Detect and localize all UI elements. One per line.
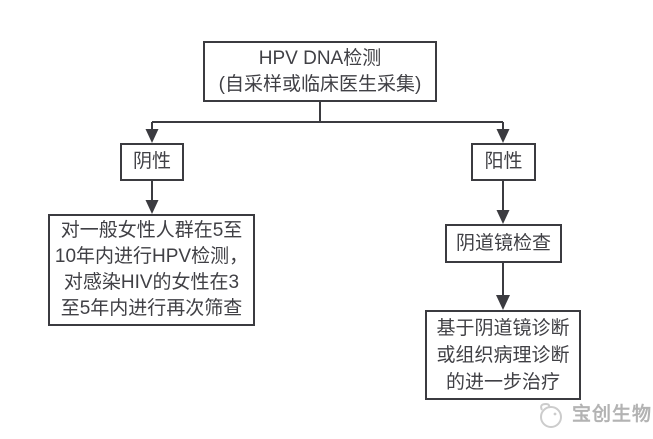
node-title-line: HPV DNA检测 — [258, 47, 382, 69]
node-label: 阳性 — [484, 151, 523, 172]
node-positive: 阳性 — [471, 143, 536, 181]
outcome-text-line: 至5年内进行再次筛查 — [60, 298, 243, 319]
node-negative: 阴性 — [120, 143, 184, 181]
outcome-text-line: 对感染HIV的女性在3 — [63, 272, 240, 293]
outcome-text-line: 基于阴道镜诊断 — [436, 317, 570, 339]
node-hpv-dna-test: HPV DNA检测 (自采样或临床医生采集) — [203, 41, 437, 102]
outcome-text-line: 10年内进行HPV检测， — [54, 246, 249, 267]
outcome-text-line: 或组织病理诊断 — [436, 344, 570, 366]
outcome-text-line: 对一般女性人群在5至 — [60, 220, 243, 241]
arrowhead-down-icon — [145, 200, 159, 214]
brand-name: 宝创生物 — [572, 404, 653, 425]
node-negative-followup: 对一般女性人群在5至 10年内进行HPV检测， 对感染HIV的女性在3 至5年内… — [48, 214, 255, 326]
arrowhead-down-icon — [145, 129, 159, 143]
node-further-treatment: 基于阴道镜诊断 或组织病理诊断 的进一步治疗 — [425, 310, 581, 400]
node-subtitle-line: (自采样或临床医生采集) — [218, 73, 422, 95]
brand-logo-icon — [540, 402, 562, 428]
node-label: 阴性 — [132, 151, 171, 172]
brand-watermark: 宝创生物 — [534, 398, 652, 432]
arrowhead-down-icon — [496, 210, 510, 224]
node-label: 阴道镜检查 — [455, 232, 551, 254]
node-colposcopy: 阴道镜检查 — [445, 224, 562, 263]
arrowhead-down-icon — [496, 295, 510, 310]
arrowhead-down-icon — [496, 129, 510, 143]
outcome-text-line: 的进一步治疗 — [445, 371, 560, 393]
